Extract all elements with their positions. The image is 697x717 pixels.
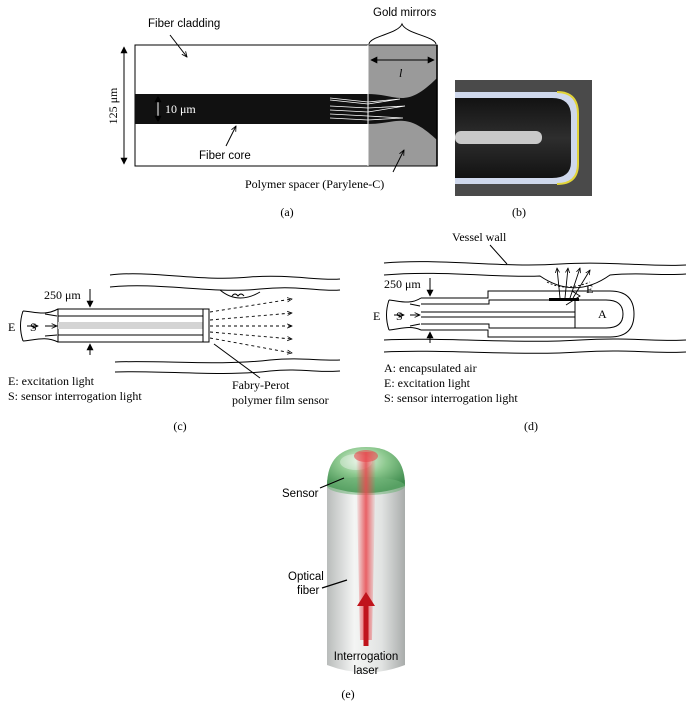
fiber-core-label: Fiber core [199, 150, 251, 162]
laser-label-2: laser [354, 665, 379, 677]
laser-label-1-visible: Interrogation [334, 651, 399, 663]
vessel-wall-bottom-inner [114, 358, 341, 364]
diameter-label: 125 μm [106, 87, 120, 124]
caption-a: (a) [280, 205, 293, 219]
s-label-d: S [396, 309, 403, 323]
vessel-wall-top-inner [109, 285, 341, 291]
vessel-wall-top-outer [109, 273, 341, 280]
optical-fiber-pointer [321, 579, 348, 589]
sensor-pointer [319, 477, 345, 489]
core-diameter-label: 10 μm [165, 102, 196, 116]
reflection-rays [329, 97, 406, 121]
gold-mirrors-brace [368, 22, 437, 45]
s-label-c: S [30, 320, 37, 334]
optical-fiber-label-1: Optical [288, 571, 324, 583]
optical-fiber-label-2: fiber [297, 585, 320, 597]
legend-e-c: E: excitation light [8, 374, 95, 388]
thickness-label-c: 250 μm [44, 288, 81, 302]
vessel-wall-top-outer-d [383, 261, 687, 266]
legend-a-d: A: encapsulated air [384, 361, 477, 375]
panel-d: Vessel wall A E E S 250 μm [373, 230, 687, 433]
fp-label-1: Fabry-Perot [232, 378, 290, 392]
legend-s-c: S: sensor interrogation light [8, 389, 142, 403]
fp-pointer [213, 343, 261, 379]
micrograph-gold-edge [556, 91, 579, 185]
fiber-cladding-pointer [169, 34, 187, 57]
spacer-length-label: l [399, 66, 403, 80]
panel-e: Sensor Optical fiber Interrogation Inter… [282, 447, 405, 701]
gold-mirrors-label: Gold mirrors [373, 7, 437, 19]
vessel-wall-bottom-outer [114, 369, 341, 374]
membrane-d [549, 298, 579, 301]
emission-rays-d [546, 268, 590, 306]
vessel-wall-bottom-inner-d [383, 338, 687, 342]
e-tip-label-d: E [586, 282, 593, 296]
caption-b: (b) [512, 205, 526, 219]
panel-b: (b) [455, 80, 592, 219]
fp-label-2: polymer film sensor [232, 393, 329, 407]
e-label-d: E [373, 309, 380, 323]
sensor-label: Sensor [282, 488, 319, 500]
e-label-c: E [8, 320, 15, 334]
panel-a: 125 μm 10 μm Fiber cladding Fiber core G… [106, 7, 438, 219]
fiber-cladding-label: Fiber cladding [148, 18, 220, 30]
caption-e: (e) [341, 687, 354, 701]
light-coupler-d [386, 297, 422, 331]
legend-s-d: S: sensor interrogation light [384, 391, 518, 405]
vessel-wall-bottom-outer-d [383, 350, 687, 354]
caption-d: (d) [524, 419, 538, 433]
fiber-d-inner [421, 299, 624, 329]
light-coupler-c [20, 308, 59, 343]
vessel-wall-label: Vessel wall [452, 230, 507, 244]
a-label-d: A [598, 307, 607, 321]
fiber-core-pointer [225, 126, 236, 147]
fp-film [202, 308, 210, 343]
vessel-wall-pointer [489, 244, 508, 265]
vessel-wall-top-inner-d [383, 272, 687, 289]
fiber-d-outer [421, 290, 635, 338]
legend-e-d: E: excitation light [384, 376, 471, 390]
thickness-label-d: 250 μm [384, 277, 421, 291]
polymer-spacer-pointer [392, 150, 404, 173]
polymer-spacer-label: Polymer spacer (Parylene-C) [245, 177, 384, 191]
laser-beam [356, 452, 376, 640]
micrograph-core [455, 131, 542, 144]
caption-c: (c) [173, 419, 186, 433]
diverging-beam [368, 78, 437, 140]
emitted-rays [209, 299, 292, 353]
fiber-core-band [135, 94, 368, 124]
panel-c: E S 250 μm E: excitation light S: sensor… [8, 273, 341, 433]
